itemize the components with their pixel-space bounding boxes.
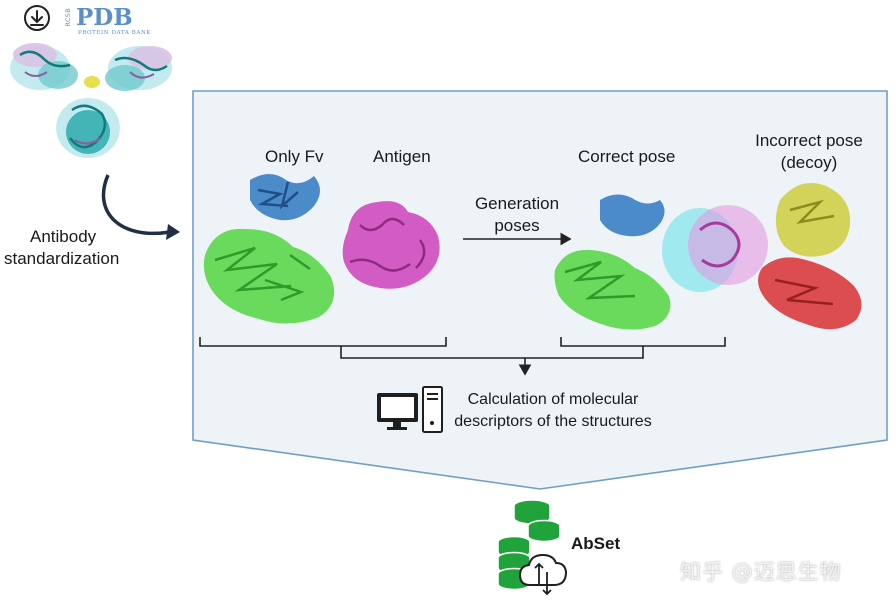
generation-poses-line-2: poses [494, 216, 540, 235]
pdb-logo-subtitle: PROTEIN DATA BANK [78, 30, 152, 36]
database-icon [497, 499, 561, 591]
process-panel [192, 90, 888, 490]
antibody-standardization-line-2: standardization [4, 249, 120, 268]
incorrect-pose-line-1: Incorrect pose [755, 131, 863, 150]
generation-poses-label: Generation poses [462, 193, 572, 237]
abset-label: AbSet [571, 534, 621, 553]
antigen-structure [342, 201, 440, 289]
pdb-logo: RCSB PDB PROTEIN DATA BANK [64, 4, 160, 36]
incorrect-pose-label: Incorrect pose (decoy) [742, 130, 876, 174]
calculation-line-2: descriptors of the structures [454, 413, 652, 430]
calculation-label: Calculation of molecular descriptors of … [445, 389, 661, 433]
cloud-sync-icon [518, 553, 568, 596]
download-icon[interactable] [24, 5, 50, 31]
antibody-structure-icon [10, 43, 172, 158]
correct-pose-label: Correct pose [578, 147, 676, 166]
antibody-standardization-label: Antibody standardization [4, 226, 144, 270]
antigen-label: Antigen [373, 147, 431, 166]
pdb-logo-side-text: RCSB [64, 8, 72, 27]
antibody-standardization-line-1: Antibody [30, 227, 97, 246]
computer-icon [377, 386, 443, 433]
watermark: 知乎 @迈思生物 [680, 560, 842, 584]
calculation-line-1: Calculation of molecular [467, 391, 639, 408]
incorrect-pose-line-2: (decoy) [780, 153, 838, 172]
only-fv-label: Only Fv [265, 147, 324, 166]
only-fv-structure [203, 174, 335, 324]
decoy-structure [758, 183, 862, 330]
correct-pose-structure [554, 194, 768, 330]
generation-poses-line-1: Generation [474, 194, 560, 213]
pdb-logo-word: PDB [76, 4, 133, 31]
